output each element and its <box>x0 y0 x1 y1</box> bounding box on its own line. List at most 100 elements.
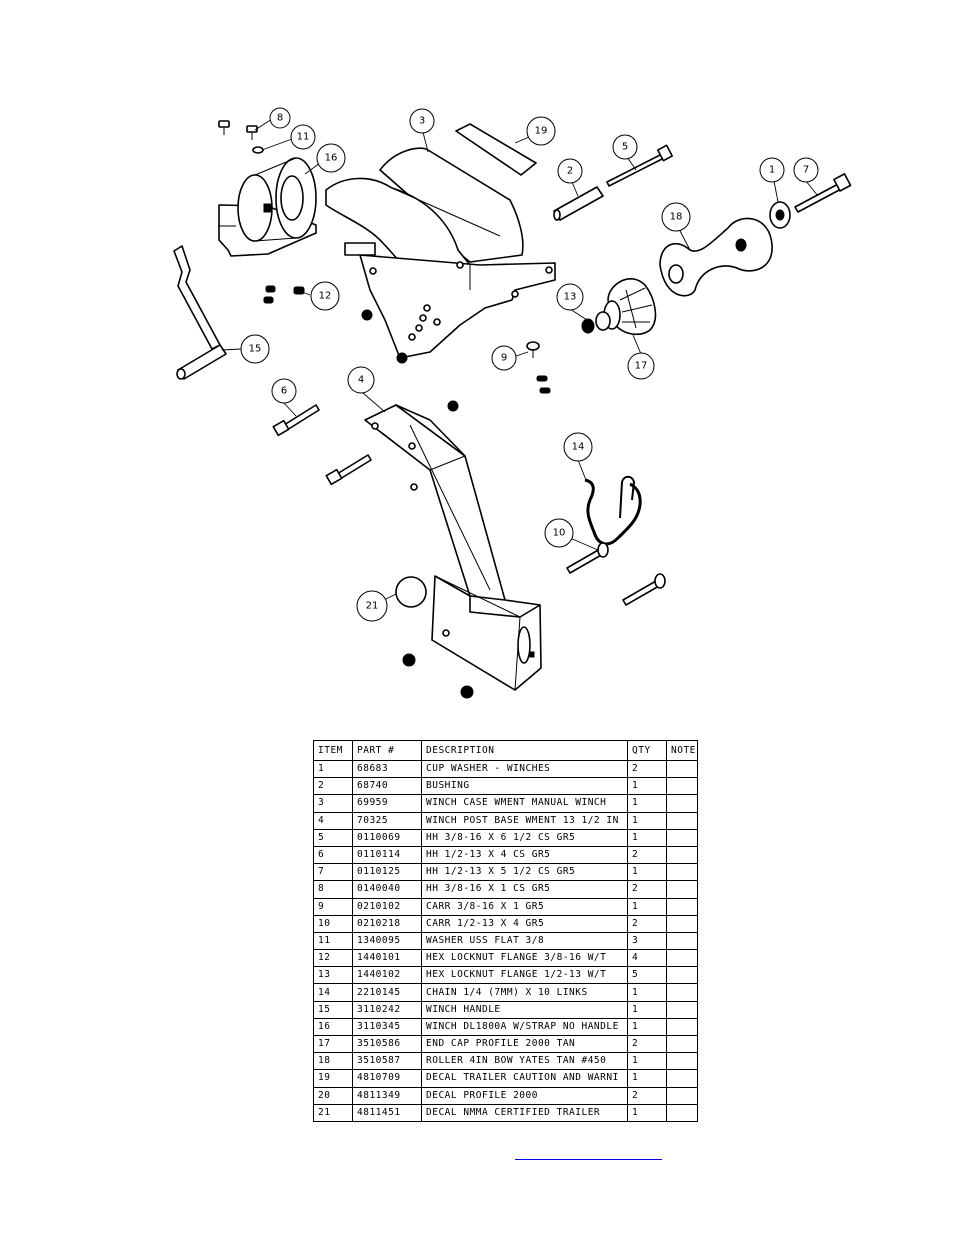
part-4-winch-post <box>364 404 542 691</box>
cell-description: DECAL TRAILER CAUTION AND WARNI <box>421 1069 628 1088</box>
cell-note <box>666 794 698 813</box>
cell-part-number: 3110242 <box>352 1000 422 1019</box>
cell-note <box>666 897 698 916</box>
cell-note <box>666 880 698 899</box>
balloon-18: 18 <box>661 202 691 232</box>
cell-description: WINCH DL1800A W/STRAP NO HANDLE <box>421 1017 628 1037</box>
cell-part-number: 4811451 <box>352 1103 422 1122</box>
cell-description: HH 1/2-13 X 4 CS GR5 <box>421 845 628 865</box>
cell-note <box>666 1052 698 1071</box>
cell-part-number: 3110345 <box>352 1017 422 1037</box>
part-6-bolts <box>272 404 372 486</box>
cell-qty: 2 <box>627 914 667 933</box>
balloon-12: 12 <box>310 281 340 311</box>
cell-note <box>666 759 698 779</box>
cell-part-number: 0210218 <box>352 914 422 933</box>
footer-link-underline[interactable] <box>515 1158 662 1160</box>
cell-description: CUP WASHER - WINCHES <box>421 759 628 779</box>
cell-qty: 1 <box>627 777 667 796</box>
cell-qty: 3 <box>627 931 667 951</box>
cell-part-number: 2210145 <box>352 983 422 1002</box>
cell-item: 7 <box>313 863 353 882</box>
cell-description: DECAL NMMA CERTIFIED TRAILER <box>421 1103 628 1122</box>
part-11-washer <box>252 146 264 154</box>
header-qty: QTY <box>627 740 667 761</box>
svg-text:11: 11 <box>297 132 310 143</box>
cell-qty: 1 <box>627 897 667 916</box>
cell-qty: 2 <box>627 1086 667 1105</box>
cell-part-number: 0110114 <box>352 845 422 865</box>
cell-description: HEX LOCKNUT FLANGE 3/8-16 W/T <box>421 949 628 968</box>
svg-text:17: 17 <box>635 361 648 372</box>
cell-qty: 2 <box>627 845 667 865</box>
cell-description: HH 3/8-16 X 1 CS GR5 <box>421 880 628 899</box>
balloon-4: 4 <box>347 366 375 394</box>
cell-part-number: 0110125 <box>352 863 422 882</box>
part-3-winch-case <box>325 147 556 359</box>
exploded-view-svg: 8 11 16 3 19 2 5 1 7 18 12 13 17 9 15 6 … <box>173 107 852 699</box>
balloon-11: 11 <box>290 124 316 150</box>
cell-part-number: 3510586 <box>352 1034 422 1054</box>
cell-note <box>666 1000 698 1019</box>
part-18-roller <box>659 217 773 297</box>
cell-description: CARR 3/8-16 X 1 GR5 <box>421 897 628 916</box>
cell-part-number: 0140040 <box>352 880 422 899</box>
cell-item: 21 <box>313 1103 353 1122</box>
cell-description: CARR 1/2-13 X 4 GR5 <box>421 914 628 933</box>
part-12-locknuts <box>263 285 459 412</box>
balloon-1: 1 <box>759 157 785 183</box>
cell-part-number: 3510587 <box>352 1052 422 1071</box>
cell-note <box>666 931 698 951</box>
cell-qty: 1 <box>627 1052 667 1071</box>
cell-note <box>666 1017 698 1037</box>
cell-part-number: 4810709 <box>352 1069 422 1088</box>
cell-item: 19 <box>313 1069 353 1088</box>
cell-description: BUSHING <box>421 777 628 796</box>
cell-part-number: 0110069 <box>352 828 422 847</box>
part-9-carriage-bolt <box>526 341 551 394</box>
cell-item: 2 <box>313 777 353 796</box>
cell-item: 11 <box>313 931 353 951</box>
cell-item: 4 <box>313 811 353 830</box>
cell-qty: 4 <box>627 949 667 968</box>
cell-item: 10 <box>313 914 353 933</box>
part-19-decal <box>455 123 537 176</box>
balloon-6: 6 <box>271 378 297 404</box>
cell-note <box>666 863 698 882</box>
cell-item: 15 <box>313 1000 353 1019</box>
part-13-locknut-bottom <box>460 685 474 699</box>
balloon-2: 2 <box>557 158 583 184</box>
svg-text:19: 19 <box>535 126 548 137</box>
cell-description: WINCH CASE WMENT MANUAL WINCH <box>421 794 628 813</box>
cell-item: 1 <box>313 759 353 779</box>
cell-note <box>666 1103 698 1122</box>
balloon-8: 8 <box>269 107 291 129</box>
cell-qty: 1 <box>627 794 667 813</box>
cell-qty: 1 <box>627 811 667 830</box>
part-10-carriage-bolts <box>566 542 666 606</box>
balloon-14: 14 <box>563 432 593 462</box>
cell-part-number: 0210102 <box>352 897 422 916</box>
cell-qty: 1 <box>627 1017 667 1037</box>
cell-qty: 1 <box>627 863 667 882</box>
cell-item: 20 <box>313 1086 353 1105</box>
svg-text:9: 9 <box>501 353 507 364</box>
cell-item: 12 <box>313 949 353 968</box>
cell-item: 3 <box>313 794 353 813</box>
cell-description: END CAP PROFILE 2000 TAN <box>421 1034 628 1054</box>
cell-part-number: 68740 <box>352 777 422 796</box>
balloon-15: 15 <box>240 334 270 364</box>
svg-text:1: 1 <box>769 165 775 176</box>
cell-note <box>666 1069 698 1088</box>
balloon-3: 3 <box>409 108 435 134</box>
